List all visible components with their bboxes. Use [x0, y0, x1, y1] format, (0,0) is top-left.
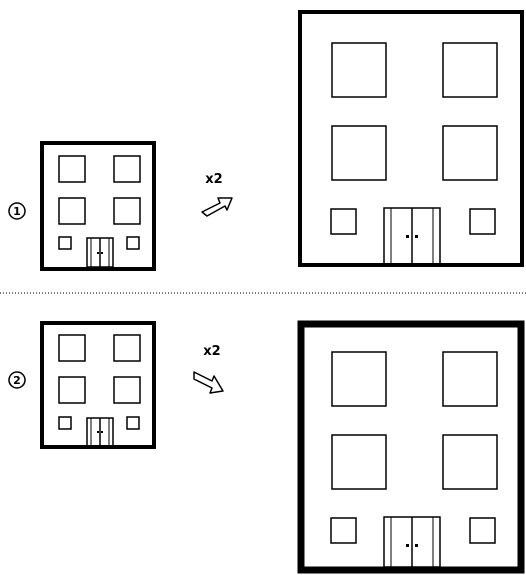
- small-window: [126, 416, 140, 430]
- example-number-badge: 1: [8, 202, 26, 220]
- arrow-right-icon: [193, 371, 224, 394]
- large-building: [298, 10, 524, 267]
- example-2: 2 x2: [8, 320, 525, 574]
- window: [442, 434, 498, 490]
- window: [442, 351, 498, 407]
- scale-label: x2: [205, 172, 222, 187]
- door: [86, 417, 114, 447]
- door: [383, 207, 441, 265]
- small-window: [330, 208, 357, 235]
- window: [442, 42, 498, 98]
- small-window: [126, 236, 140, 250]
- door: [383, 516, 441, 568]
- small-window: [330, 517, 357, 544]
- window: [58, 155, 86, 183]
- arrow-right-icon: [201, 197, 233, 217]
- window: [331, 434, 387, 490]
- window: [442, 125, 498, 181]
- large-building: [297, 320, 525, 574]
- example-1: 1 x2: [8, 10, 524, 271]
- window: [58, 334, 86, 362]
- small-building: [40, 141, 156, 271]
- window: [331, 42, 387, 98]
- example-number: 1: [13, 205, 21, 218]
- small-window: [58, 416, 72, 430]
- small-building: [40, 321, 156, 449]
- small-window: [58, 236, 72, 250]
- window: [331, 351, 387, 407]
- door: [86, 237, 114, 268]
- small-window: [469, 517, 496, 544]
- scale-label: x2: [203, 344, 220, 359]
- example-number: 2: [13, 374, 21, 387]
- window: [113, 155, 141, 183]
- window: [113, 334, 141, 362]
- window: [58, 376, 86, 404]
- window: [58, 197, 86, 225]
- window: [113, 197, 141, 225]
- window: [113, 376, 141, 404]
- small-window: [469, 208, 496, 235]
- window: [331, 125, 387, 181]
- example-number-badge: 2: [8, 371, 26, 389]
